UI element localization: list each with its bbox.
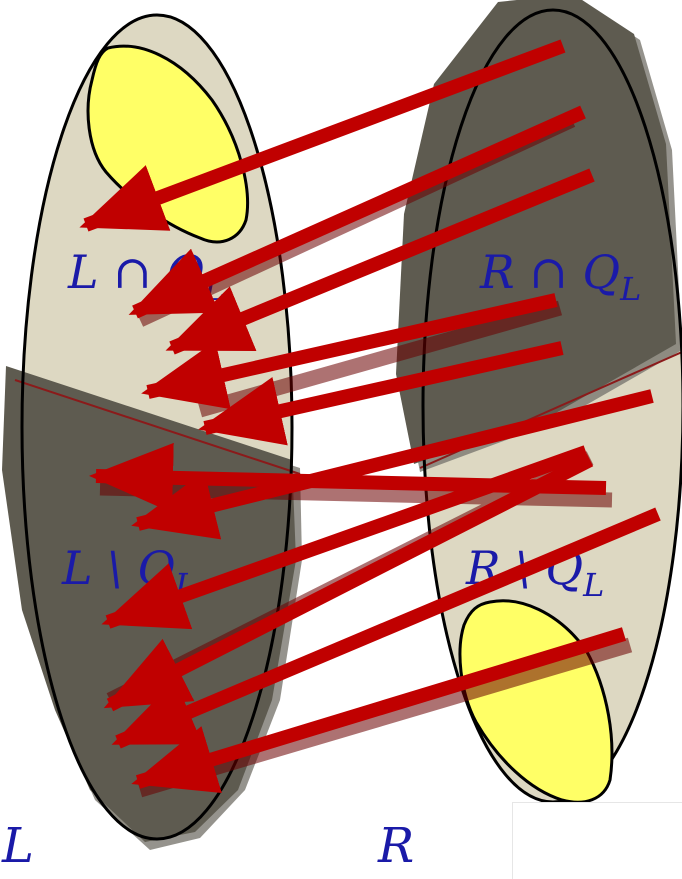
- arrow-3: [165, 168, 595, 355]
- label-right-top: R ∩ QL: [479, 245, 641, 308]
- arrow-1: [79, 39, 566, 232]
- left-set-outline: [20, 13, 294, 841]
- left-divider-line: [14, 379, 301, 475]
- arrow-4: [141, 293, 558, 410]
- arrow-9: [103, 453, 594, 712]
- right-set-name: R: [377, 818, 414, 874]
- arrow-2: [128, 105, 586, 319]
- arrow-5: [198, 341, 564, 446]
- arrow-8: [101, 445, 589, 630]
- corner-box: [512, 802, 682, 879]
- mapping-arrows: [79, 39, 661, 794]
- arrow-7: [131, 389, 654, 540]
- arrow-11: [131, 627, 627, 794]
- left-set-name: L: [1, 818, 34, 874]
- arrow-10: [111, 507, 661, 749]
